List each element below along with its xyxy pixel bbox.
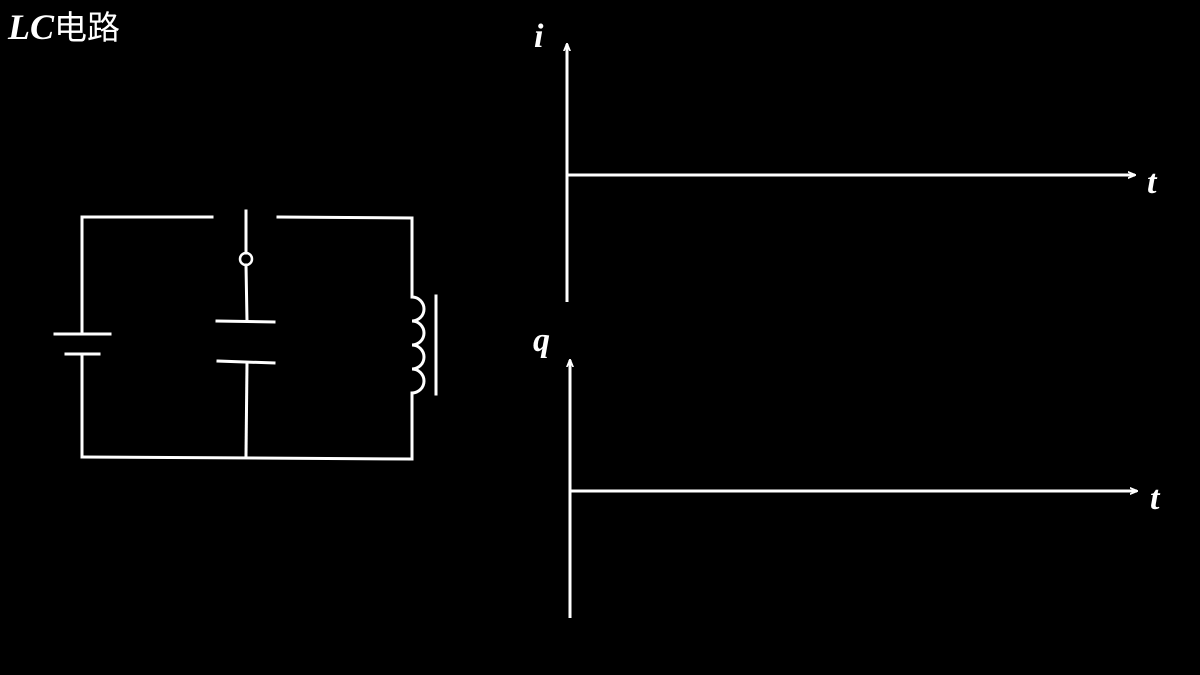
slide-title: LC电路 — [8, 4, 120, 51]
capacitor-symbol — [215, 319, 276, 457]
current-y-axis-label: i — [534, 18, 544, 55]
circuit-wires — [80, 215, 414, 461]
title-circuit: 电路 — [54, 8, 121, 47]
title-lc: LC — [8, 7, 55, 47]
charge-graph — [570, 360, 1137, 618]
inductor-coil-symbol — [410, 294, 438, 396]
battery-symbol — [53, 332, 112, 356]
lc-circuit — [53, 209, 438, 461]
current-graph — [567, 44, 1135, 302]
charge-y-axis-label: q — [533, 322, 550, 359]
current-time-axis-label: t — [1147, 164, 1158, 201]
charge-time-axis-label: t — [1150, 480, 1161, 517]
switch-symbol — [238, 209, 254, 323]
